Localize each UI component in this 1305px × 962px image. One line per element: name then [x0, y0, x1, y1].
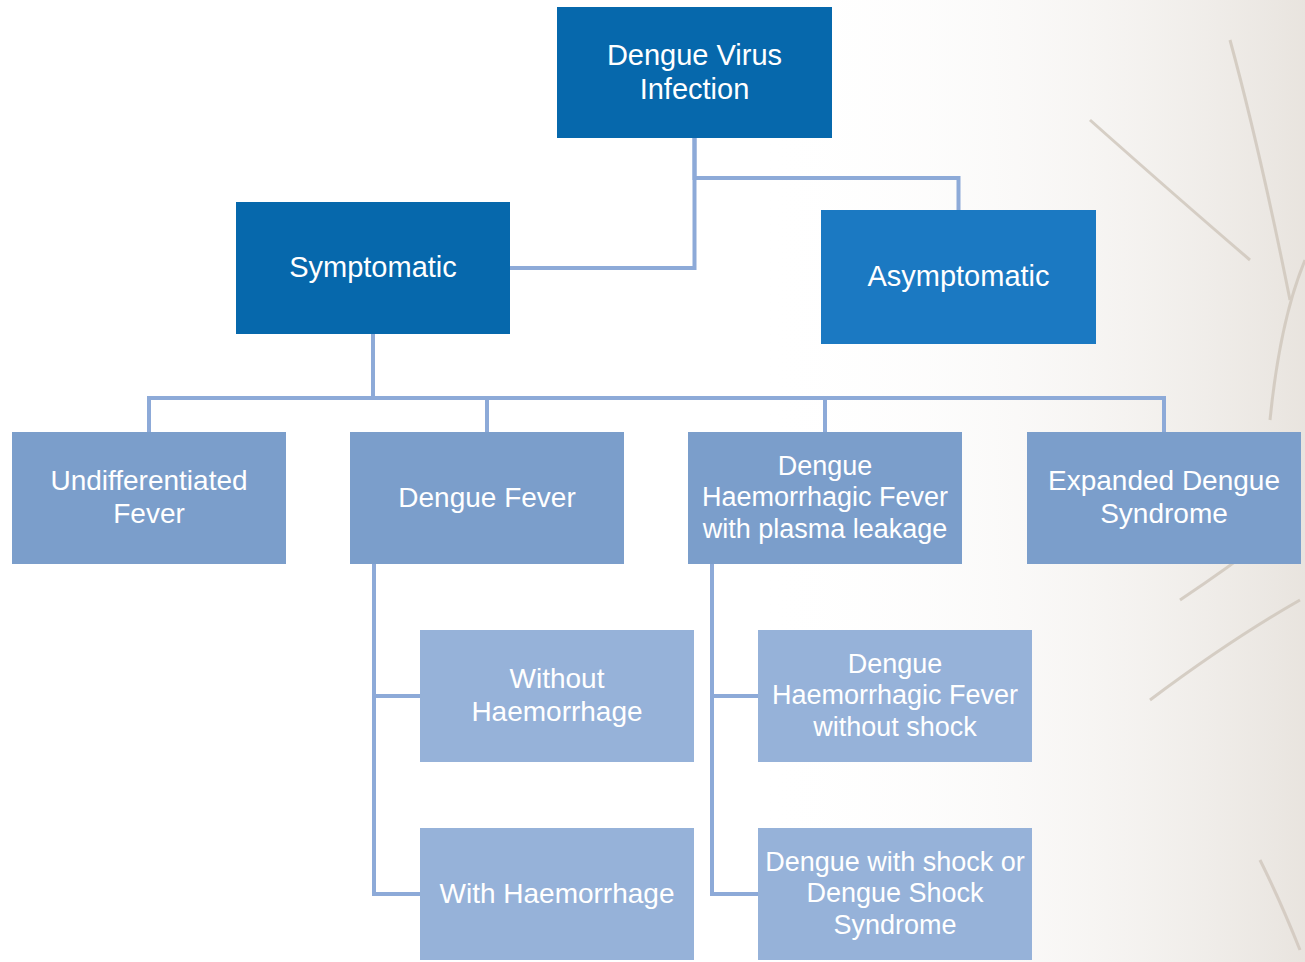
box-label: Symptomatic — [289, 251, 457, 285]
tree-connector — [712, 564, 758, 894]
tree-connector — [149, 334, 373, 432]
box-label: Dengue Haemorrhagic Fever without shock — [764, 649, 1026, 744]
category-box: Dengue Fever — [350, 432, 624, 564]
tree-connector — [373, 334, 487, 432]
box-label: With Haemorrhage — [440, 878, 675, 911]
tree-connector — [510, 138, 695, 268]
category-box: Dengue with shock or Dengue Shock Syndro… — [758, 828, 1032, 960]
tree-connector — [695, 138, 959, 210]
tree-connector — [712, 564, 758, 696]
box-label: Dengue Fever — [398, 482, 575, 515]
category-box: Dengue Virus Infection — [557, 7, 832, 138]
tree-connector — [373, 334, 825, 432]
box-label: Dengue Haemorrhagic Fever with plasma le… — [694, 451, 956, 546]
category-box: Expanded Dengue Syndrome — [1027, 432, 1301, 564]
category-box: Asymptomatic — [821, 210, 1096, 344]
category-box: Symptomatic — [236, 202, 510, 334]
box-label: Dengue with shock or Dengue Shock Syndro… — [764, 847, 1026, 942]
tree-connector — [374, 564, 420, 696]
box-label: Asymptomatic — [867, 260, 1049, 294]
box-label: Undifferentiated Fever — [18, 465, 280, 531]
category-box: Dengue Haemorrhagic Fever with plasma le… — [688, 432, 962, 564]
category-box: With Haemorrhage — [420, 828, 694, 960]
tree-connector — [374, 564, 420, 894]
category-box: Dengue Haemorrhagic Fever without shock — [758, 630, 1032, 762]
category-box: Undifferentiated Fever — [12, 432, 286, 564]
box-label: Dengue Virus Infection — [563, 39, 826, 107]
box-label: Without Haemorrhage — [426, 663, 688, 729]
category-box: Without Haemorrhage — [420, 630, 694, 762]
tree-connector — [373, 334, 1164, 432]
box-label: Expanded Dengue Syndrome — [1033, 465, 1295, 531]
